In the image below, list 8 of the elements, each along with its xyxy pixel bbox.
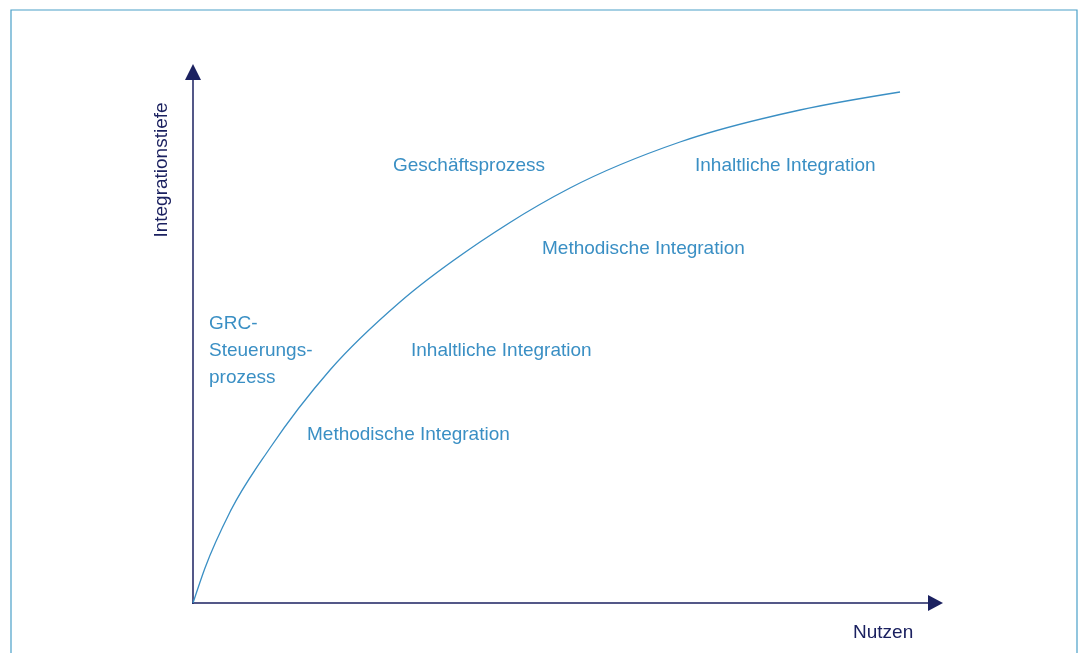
region-label: Inhaltliche Integration — [695, 153, 876, 177]
region-label: GRC- Steuerungs- prozess — [209, 311, 314, 389]
region-label: Methodische Integration — [542, 236, 745, 260]
axis-label: Nutzen — [853, 620, 914, 644]
region-label: Inhaltliche Integration — [411, 338, 592, 362]
axis-label: Integrationstiefe — [148, 102, 172, 238]
region-label: Methodische Integration — [307, 422, 510, 446]
region-label: Geschäftsprozess — [393, 153, 546, 177]
